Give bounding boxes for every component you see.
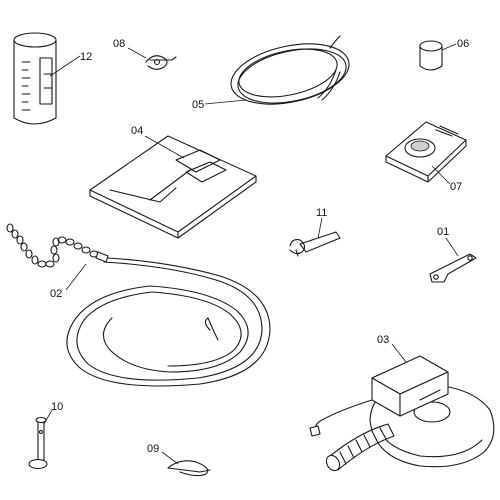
- callout-04: 04: [131, 125, 143, 137]
- part-reservoir-lid: [385, 121, 467, 183]
- part-spanner-wrench: [289, 231, 341, 257]
- callout-07: 07: [450, 181, 462, 193]
- part-clip: [145, 55, 177, 70]
- part-measuring-cylinder: [13, 32, 57, 125]
- leader-05: [204, 99, 247, 105]
- leader-07: [431, 165, 451, 185]
- callout-12: 12: [80, 51, 92, 63]
- part-coiled-tube: [230, 35, 350, 105]
- callout-08: 08: [113, 38, 125, 50]
- callout-02: 02: [50, 288, 62, 300]
- leader-04: [144, 135, 185, 159]
- leader-08: [127, 47, 147, 59]
- callout-10: 10: [51, 401, 63, 413]
- callout-01: 01: [437, 226, 449, 238]
- callout-06: 06: [457, 38, 469, 50]
- leader-11: [317, 217, 323, 239]
- leader-09: [161, 451, 179, 465]
- part-r-clip: [167, 460, 211, 477]
- part-manual-booklet: [89, 135, 257, 239]
- part-pin: [28, 416, 48, 470]
- part-pump-assembly: [309, 355, 495, 472]
- leader-01: [445, 237, 459, 257]
- callout-11: 11: [316, 207, 327, 219]
- callout-09: 09: [147, 443, 159, 455]
- part-flat-bracket: [429, 253, 477, 283]
- leader-06: [441, 43, 457, 51]
- leader-12: [49, 55, 81, 77]
- leader-02: [65, 263, 87, 291]
- callout-03: 03: [377, 334, 389, 346]
- part-chain-and-cable: [6, 223, 271, 387]
- leader-03: [391, 343, 407, 363]
- part-cap: [419, 40, 443, 71]
- leader-10: [43, 409, 53, 425]
- callout-05: 05: [192, 99, 204, 111]
